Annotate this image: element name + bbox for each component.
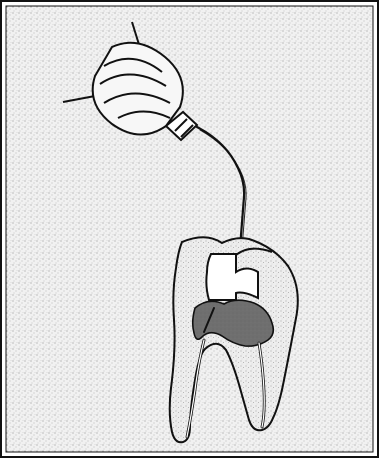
illustration-canvas (0, 0, 379, 458)
illustration-figure (0, 0, 379, 458)
